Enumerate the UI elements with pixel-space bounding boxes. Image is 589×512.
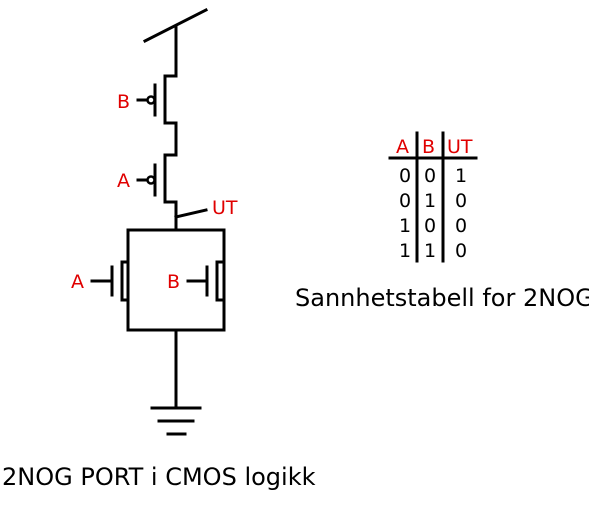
table-caption: Sannhetstabell for 2NOG [295, 284, 589, 312]
label-output: UT [212, 197, 238, 219]
nmos-parallel-network [90, 228, 226, 332]
label-nmos-right: B [167, 271, 180, 293]
vdd-rail [142, 7, 209, 78]
table-cell: 0 [455, 190, 467, 212]
table-cell: 1 [455, 165, 467, 187]
table-header-b: B [422, 136, 435, 158]
table-cell: 1 [424, 240, 436, 262]
pmos-top [136, 74, 178, 125]
inversion-bubble [146, 95, 156, 105]
table-cell: 0 [399, 165, 411, 187]
table-cell: 0 [455, 240, 467, 262]
table-cell: 1 [399, 215, 411, 237]
truth-table: A B UT 0 0 1 0 1 0 1 0 0 1 1 0 [388, 131, 478, 263]
inversion-bubble [146, 175, 156, 185]
table-cell: 1 [424, 190, 436, 212]
ground-symbol [150, 328, 202, 436]
table-cell: 0 [424, 165, 436, 187]
label-pmos-mid: A [117, 170, 130, 192]
table-cell: 0 [424, 215, 436, 237]
table-cell: 0 [455, 215, 467, 237]
output-node [174, 200, 208, 232]
label-nmos-left: A [71, 271, 84, 293]
table-header-a: A [396, 136, 409, 158]
table-cell: 1 [399, 240, 411, 262]
diagram-caption: 2NOG PORT i CMOS logikk [2, 463, 316, 491]
table-cell: 0 [399, 190, 411, 212]
pmos-mid [136, 153, 178, 204]
label-pmos-top: B [117, 91, 130, 113]
table-header-ut: UT [447, 136, 473, 158]
